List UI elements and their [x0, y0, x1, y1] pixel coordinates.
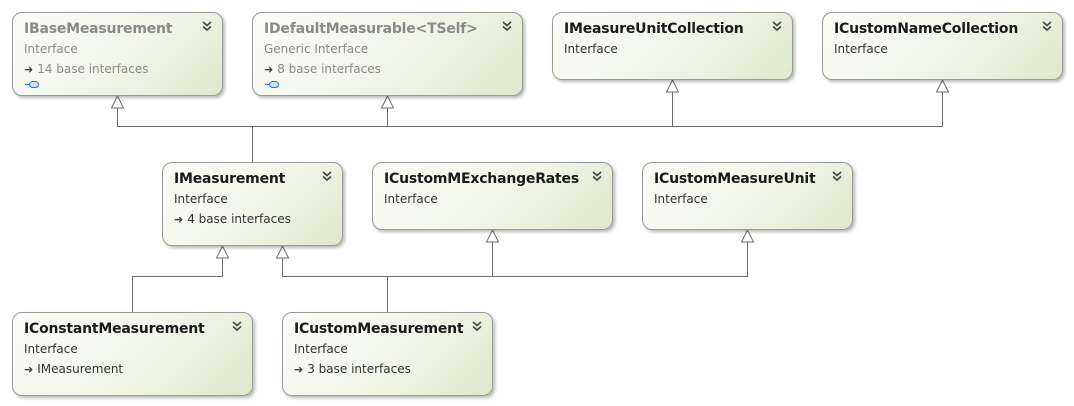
node-icustomnamecollection[interactable]: ICustomNameCollection Interface — [822, 12, 1063, 80]
base-interfaces-link[interactable]: ➜IMeasurement — [24, 359, 241, 380]
connector-icustom-to-icustommeasureunit — [492, 242, 748, 277]
connector-imeasurement-to-imeasureunitcollection — [387, 92, 673, 127]
node-icustommexchangerates[interactable]: ICustomMExchangeRates Interface — [372, 162, 613, 230]
inherit-arrowhead — [275, 244, 290, 259]
base-interfaces-label: 8 base interfaces — [277, 62, 381, 76]
node-type: Interface — [24, 342, 78, 356]
inherit-arrowhead — [485, 228, 500, 243]
inherit-arrowhead — [935, 78, 950, 93]
inherit-arrowhead — [380, 94, 395, 109]
chevron-double-down-icon[interactable] — [771, 20, 783, 32]
connector-imeasurement-to-idefaultmeasurable — [252, 108, 388, 127]
node-type: Interface — [294, 342, 348, 356]
node-idefaultmeasurable[interactable]: IDefaultMeasurable<TSelf> Generic Interf… — [252, 12, 523, 96]
node-iconstantmeasurement[interactable]: IConstantMeasurement Interface ➜IMeasure… — [12, 312, 253, 396]
connector-icustom-to-iexchangerates — [387, 242, 493, 277]
base-interfaces-label: 3 base interfaces — [307, 362, 411, 376]
inherit-arrowhead — [215, 244, 230, 259]
interface-lollipop-icon — [265, 81, 279, 88]
right-arrow-icon: ➜ — [24, 63, 34, 76]
inherit-arrowhead — [740, 228, 755, 243]
node-title: IMeasureUnitCollection — [564, 21, 744, 37]
base-interfaces-label: 4 base interfaces — [187, 212, 291, 226]
node-imeasureunitcollection[interactable]: IMeasureUnitCollection Interface — [552, 12, 793, 80]
right-arrow-icon: ➜ — [24, 363, 34, 376]
chevron-double-down-icon[interactable] — [231, 320, 243, 332]
right-arrow-icon: ➜ — [264, 63, 274, 76]
inherit-arrowhead — [665, 78, 680, 93]
connector-imeasurement-to-ibasemeasurement — [117, 108, 253, 162]
node-ibasemeasurement[interactable]: IBaseMeasurement Interface ➜14 base inte… — [12, 12, 223, 96]
node-type: Generic Interface — [264, 42, 369, 56]
node-type: Interface — [24, 42, 78, 56]
chevron-double-down-icon[interactable] — [471, 320, 483, 332]
chevron-double-down-icon[interactable] — [201, 20, 213, 32]
inherit-arrowhead — [110, 94, 125, 109]
right-arrow-icon: ➜ — [174, 213, 184, 226]
interface-lollipop-icon — [25, 81, 39, 88]
node-type: Interface — [564, 42, 618, 56]
node-title: ICustomMeasureUnit — [654, 171, 816, 187]
base-interfaces-link[interactable]: ➜8 base interfaces — [264, 59, 511, 80]
base-interfaces-link[interactable]: ➜14 base interfaces — [24, 59, 211, 80]
base-interfaces-label: 14 base interfaces — [37, 62, 149, 76]
node-type: Interface — [384, 192, 438, 206]
right-arrow-icon: ➜ — [294, 363, 304, 376]
chevron-double-down-icon[interactable] — [1041, 20, 1053, 32]
node-type: Interface — [654, 192, 708, 206]
node-icustommeasureunit[interactable]: ICustomMeasureUnit Interface — [642, 162, 853, 230]
node-title: IConstantMeasurement — [24, 321, 205, 337]
connector-icustom-to-imeasurement — [282, 258, 388, 312]
base-interfaces-link[interactable]: ➜4 base interfaces — [174, 209, 331, 230]
node-title: ICustomMeasurement — [294, 321, 464, 337]
connector-imeasurement-to-icustomnamecollection — [672, 92, 943, 127]
chevron-double-down-icon[interactable] — [321, 170, 333, 182]
base-interfaces-link[interactable]: ➜3 base interfaces — [294, 359, 481, 380]
chevron-double-down-icon[interactable] — [501, 20, 513, 32]
node-title: ICustomMExchangeRates — [384, 171, 579, 187]
connector-iconstant-to-imeasurement — [132, 258, 223, 312]
node-type: Interface — [834, 42, 888, 56]
node-type: Interface — [174, 192, 228, 206]
node-title: ICustomNameCollection — [834, 21, 1019, 37]
node-title: IMeasurement — [174, 171, 286, 187]
node-imeasurement[interactable]: IMeasurement Interface ➜4 base interface… — [162, 162, 343, 246]
node-title: IBaseMeasurement — [24, 21, 173, 37]
base-interfaces-label: IMeasurement — [37, 362, 124, 376]
node-icustommeasurement[interactable]: ICustomMeasurement Interface ➜3 base int… — [282, 312, 493, 396]
node-title: IDefaultMeasurable<TSelf> — [264, 21, 478, 37]
chevron-double-down-icon[interactable] — [591, 170, 603, 182]
chevron-double-down-icon[interactable] — [831, 170, 843, 182]
